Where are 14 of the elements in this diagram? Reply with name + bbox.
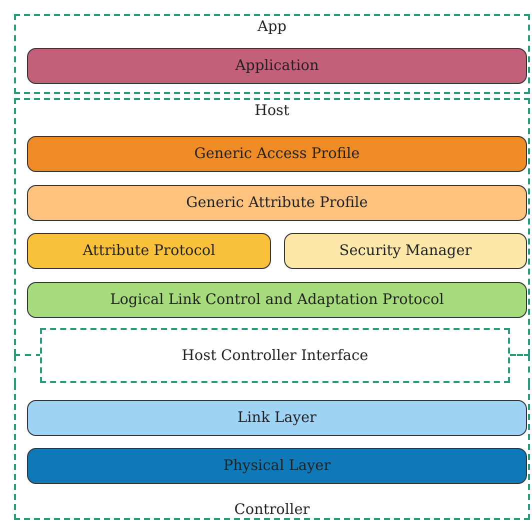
group-title: Host <box>254 103 290 119</box>
layer-box: Link Layer <box>27 400 527 436</box>
group-title: App <box>256 19 288 35</box>
layer-group <box>14 14 530 94</box>
layer-box: Logical Link Control and Adaptation Protocol <box>27 282 527 318</box>
layer-box: Physical Layer <box>27 448 527 484</box>
interface-box: Host Controller Interface <box>40 328 510 383</box>
layer-box: Attribute Protocol <box>27 233 271 269</box>
layer-box: Application <box>27 48 527 84</box>
layer-group <box>14 384 530 520</box>
layer-box: Generic Attribute Profile <box>27 185 527 221</box>
layer-box: Security Manager <box>284 233 527 269</box>
group-title: Controller <box>233 502 311 518</box>
layer-box: Generic Access Profile <box>27 136 527 172</box>
